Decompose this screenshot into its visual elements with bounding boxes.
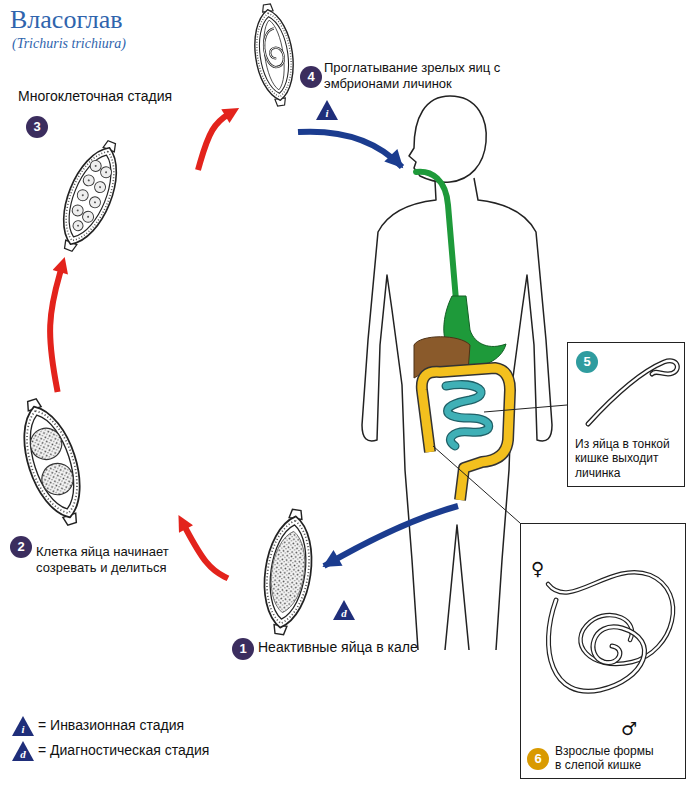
callout-box: 5 Из яйца в тонкой кишке выходит личинка xyxy=(567,342,685,487)
sex-symbol: ♂ xyxy=(621,720,637,738)
lifecycle-arrow xyxy=(198,112,232,170)
box-caption: Из яйца в тонкой кишке выходит личинка xyxy=(575,437,679,480)
callout-number: 4 xyxy=(300,66,322,88)
multicell-egg xyxy=(49,134,131,257)
stage-node: 4Проглатывание зрелых яиц с эмбрионами л… xyxy=(240,2,530,126)
stage-caption: Проглатывание зрелых яиц с эмбрионами ли… xyxy=(324,60,524,91)
adult-worms xyxy=(548,572,673,691)
callout-number: 3 xyxy=(26,116,48,138)
lifecycle-arrow xyxy=(50,265,62,392)
box-caption: Взрослые формы в слепой кишке xyxy=(555,744,659,773)
legend-text: = Инвазионная стадия xyxy=(38,717,184,734)
stage-node: 1Неактивные яйца в кале d xyxy=(228,508,428,668)
callout-number: 5 xyxy=(576,351,598,373)
unembryonated-egg xyxy=(257,507,319,637)
sex-symbol: ♀ xyxy=(531,560,544,578)
stage-marker: i xyxy=(316,100,338,120)
transmission-arrow xyxy=(298,132,458,566)
stage-node: 2Клетка яйца начинает созревать и делить… xyxy=(6,392,178,610)
stage-marker: i xyxy=(12,716,34,736)
callout-number: 2 xyxy=(10,536,32,558)
title: Власоглав xyxy=(10,4,123,35)
human-body xyxy=(362,96,552,650)
stage-node: 3 Многоклеточная стадия xyxy=(8,84,198,256)
stage-caption: Неактивные яйца в кале xyxy=(258,639,418,656)
digestive-tract xyxy=(414,172,510,500)
legend-text: = Диагностическая стадия xyxy=(38,742,209,759)
embryonated-egg xyxy=(249,2,300,108)
stage-marker: d xyxy=(333,600,355,620)
dividing-egg xyxy=(10,393,95,531)
lifecycle-arrow xyxy=(182,522,228,578)
stage-caption: Клетка яйца начинает созревать и делитьс… xyxy=(36,544,176,575)
callout-box: ♀ ♂ 6 Взрослые формы в слепой кишке xyxy=(520,523,686,779)
larva-figure xyxy=(588,361,677,424)
callout-number: 1 xyxy=(232,638,254,660)
subtitle-label: (Trichuris trichiura) xyxy=(12,36,126,53)
callout-number: 6 xyxy=(527,748,549,770)
stage-caption: Многоклеточная стадия xyxy=(18,88,172,105)
stage-marker: d xyxy=(12,741,34,761)
